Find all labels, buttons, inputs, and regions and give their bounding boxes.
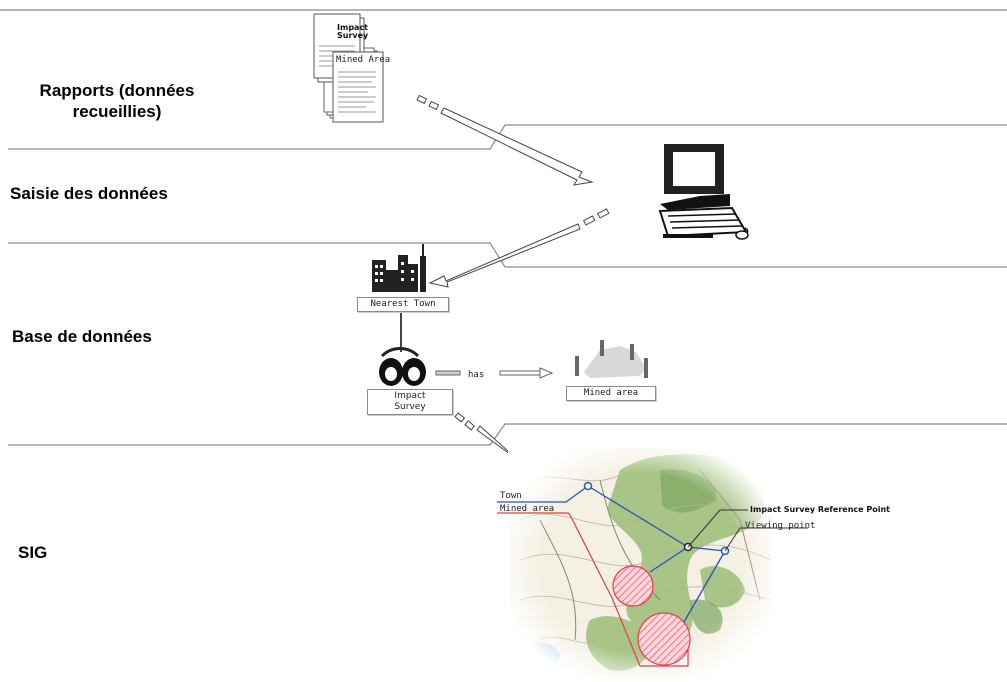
- stage-separators: [0, 9, 1007, 446]
- city-icon: [372, 244, 426, 292]
- entity-nearest-town: Nearest Town: [357, 297, 449, 312]
- reference-point-label: Impact Survey Reference Point: [750, 505, 890, 514]
- arrow-has-relation: [435, 367, 554, 379]
- computer-icon: [658, 144, 749, 240]
- report-front-title-line2: Survey: [337, 31, 369, 40]
- mined-area-icon: [575, 340, 648, 378]
- report-back-title: Mined Area: [336, 55, 390, 65]
- mined-area-circle-2: [637, 612, 691, 666]
- entity-mined-area: Mined area: [566, 386, 656, 401]
- legend-mined-area: Mined area: [500, 504, 554, 514]
- stage-label-saisie: Saisie des données: [10, 184, 168, 203]
- arrow-reports-to-computer: [416, 94, 594, 186]
- gis-map: Town Mined area Impact Survey Reference …: [497, 446, 890, 680]
- separator-saisie-base: [8, 242, 1007, 268]
- viewing-point-label: Viewing point: [745, 521, 815, 531]
- binoculars-icon: [379, 347, 426, 386]
- legend-town: Town: [500, 491, 522, 501]
- stage-label-base: Base de données: [12, 327, 152, 346]
- report-documents: Impact Survey Mined Area: [313, 13, 390, 123]
- mined-area-circle-1: [612, 565, 654, 607]
- report-front-title-line1: Impact: [337, 23, 368, 32]
- separator-base-sig: [8, 423, 1007, 446]
- town-link-lines: [497, 485, 726, 623]
- arrow-computer-to-database: [428, 208, 610, 288]
- stage-label-sig: SIG: [18, 543, 48, 562]
- report-document-back: Mined Area: [332, 51, 390, 123]
- stage-label-rapports: Rapports (données recueillies): [39, 81, 195, 121]
- town-point-marker: [583, 481, 593, 491]
- mined-area-link-line: [497, 512, 689, 667]
- has-relation-label: has: [468, 370, 484, 380]
- flow-arrows: [416, 94, 610, 485]
